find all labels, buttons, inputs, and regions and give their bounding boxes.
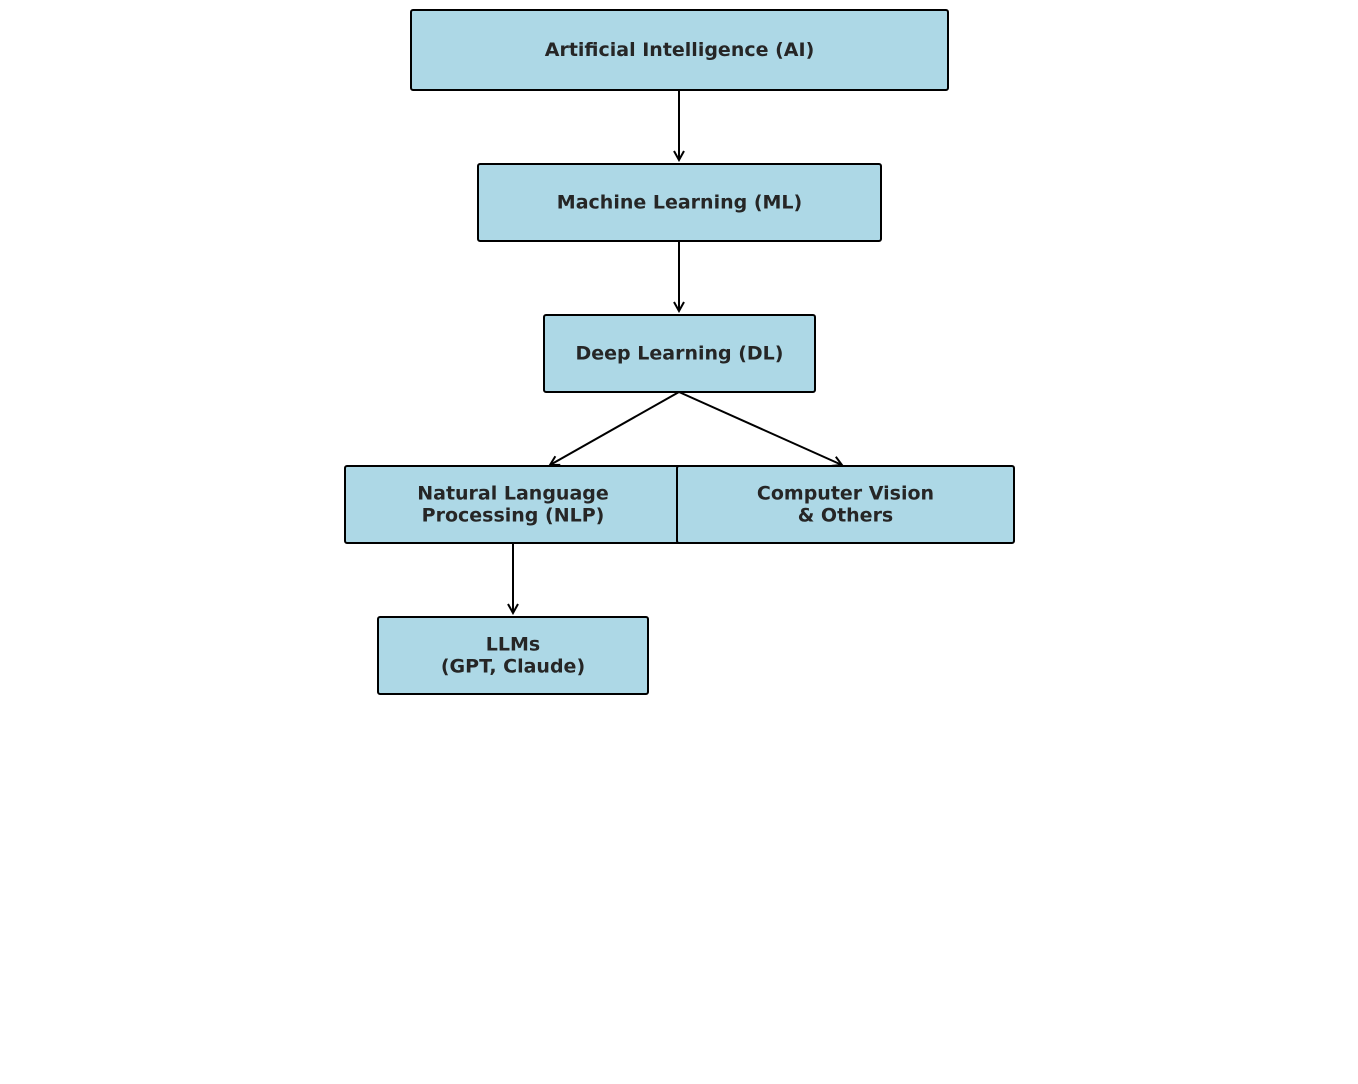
nodes-layer: Artificial Intelligence (AI) Machine Lear…	[344, 9, 1015, 695]
node-label-ai-line-1: Artificial Intelligence (AI)	[545, 39, 815, 61]
node-box-cv	[676, 465, 1015, 544]
edge-dl-to-nlp	[550, 391, 680, 465]
node-label-cv-line-1: Computer Vision	[757, 483, 934, 505]
node-box-llm	[377, 616, 649, 695]
node-ai: Artificial Intelligence (AI)	[410, 9, 949, 91]
node-box-dl	[543, 314, 816, 393]
edge-dl-to-cv	[678, 391, 842, 465]
edges-layer	[513, 91, 842, 613]
node-ml: Machine Learning (ML)	[477, 163, 882, 242]
node-cv: Computer Vision& Others	[676, 465, 1015, 544]
node-label-nlp-line-2: Processing (NLP)	[422, 505, 605, 527]
node-box-ai	[410, 9, 949, 91]
node-label-cv-line-2: & Others	[798, 505, 894, 527]
node-label-nlp-line-1: Natural Language	[417, 483, 609, 505]
node-llm: LLMs(GPT, Claude)	[377, 616, 649, 695]
node-label-llm-line-1: LLMs	[486, 634, 540, 656]
node-label-dl-line-1: Deep Learning (DL)	[576, 343, 784, 365]
node-box-ml	[477, 163, 882, 242]
node-dl: Deep Learning (DL)	[543, 314, 816, 393]
node-label-ml-line-1: Machine Learning (ML)	[557, 192, 802, 214]
node-label-llm-line-2: (GPT, Claude)	[441, 656, 585, 678]
